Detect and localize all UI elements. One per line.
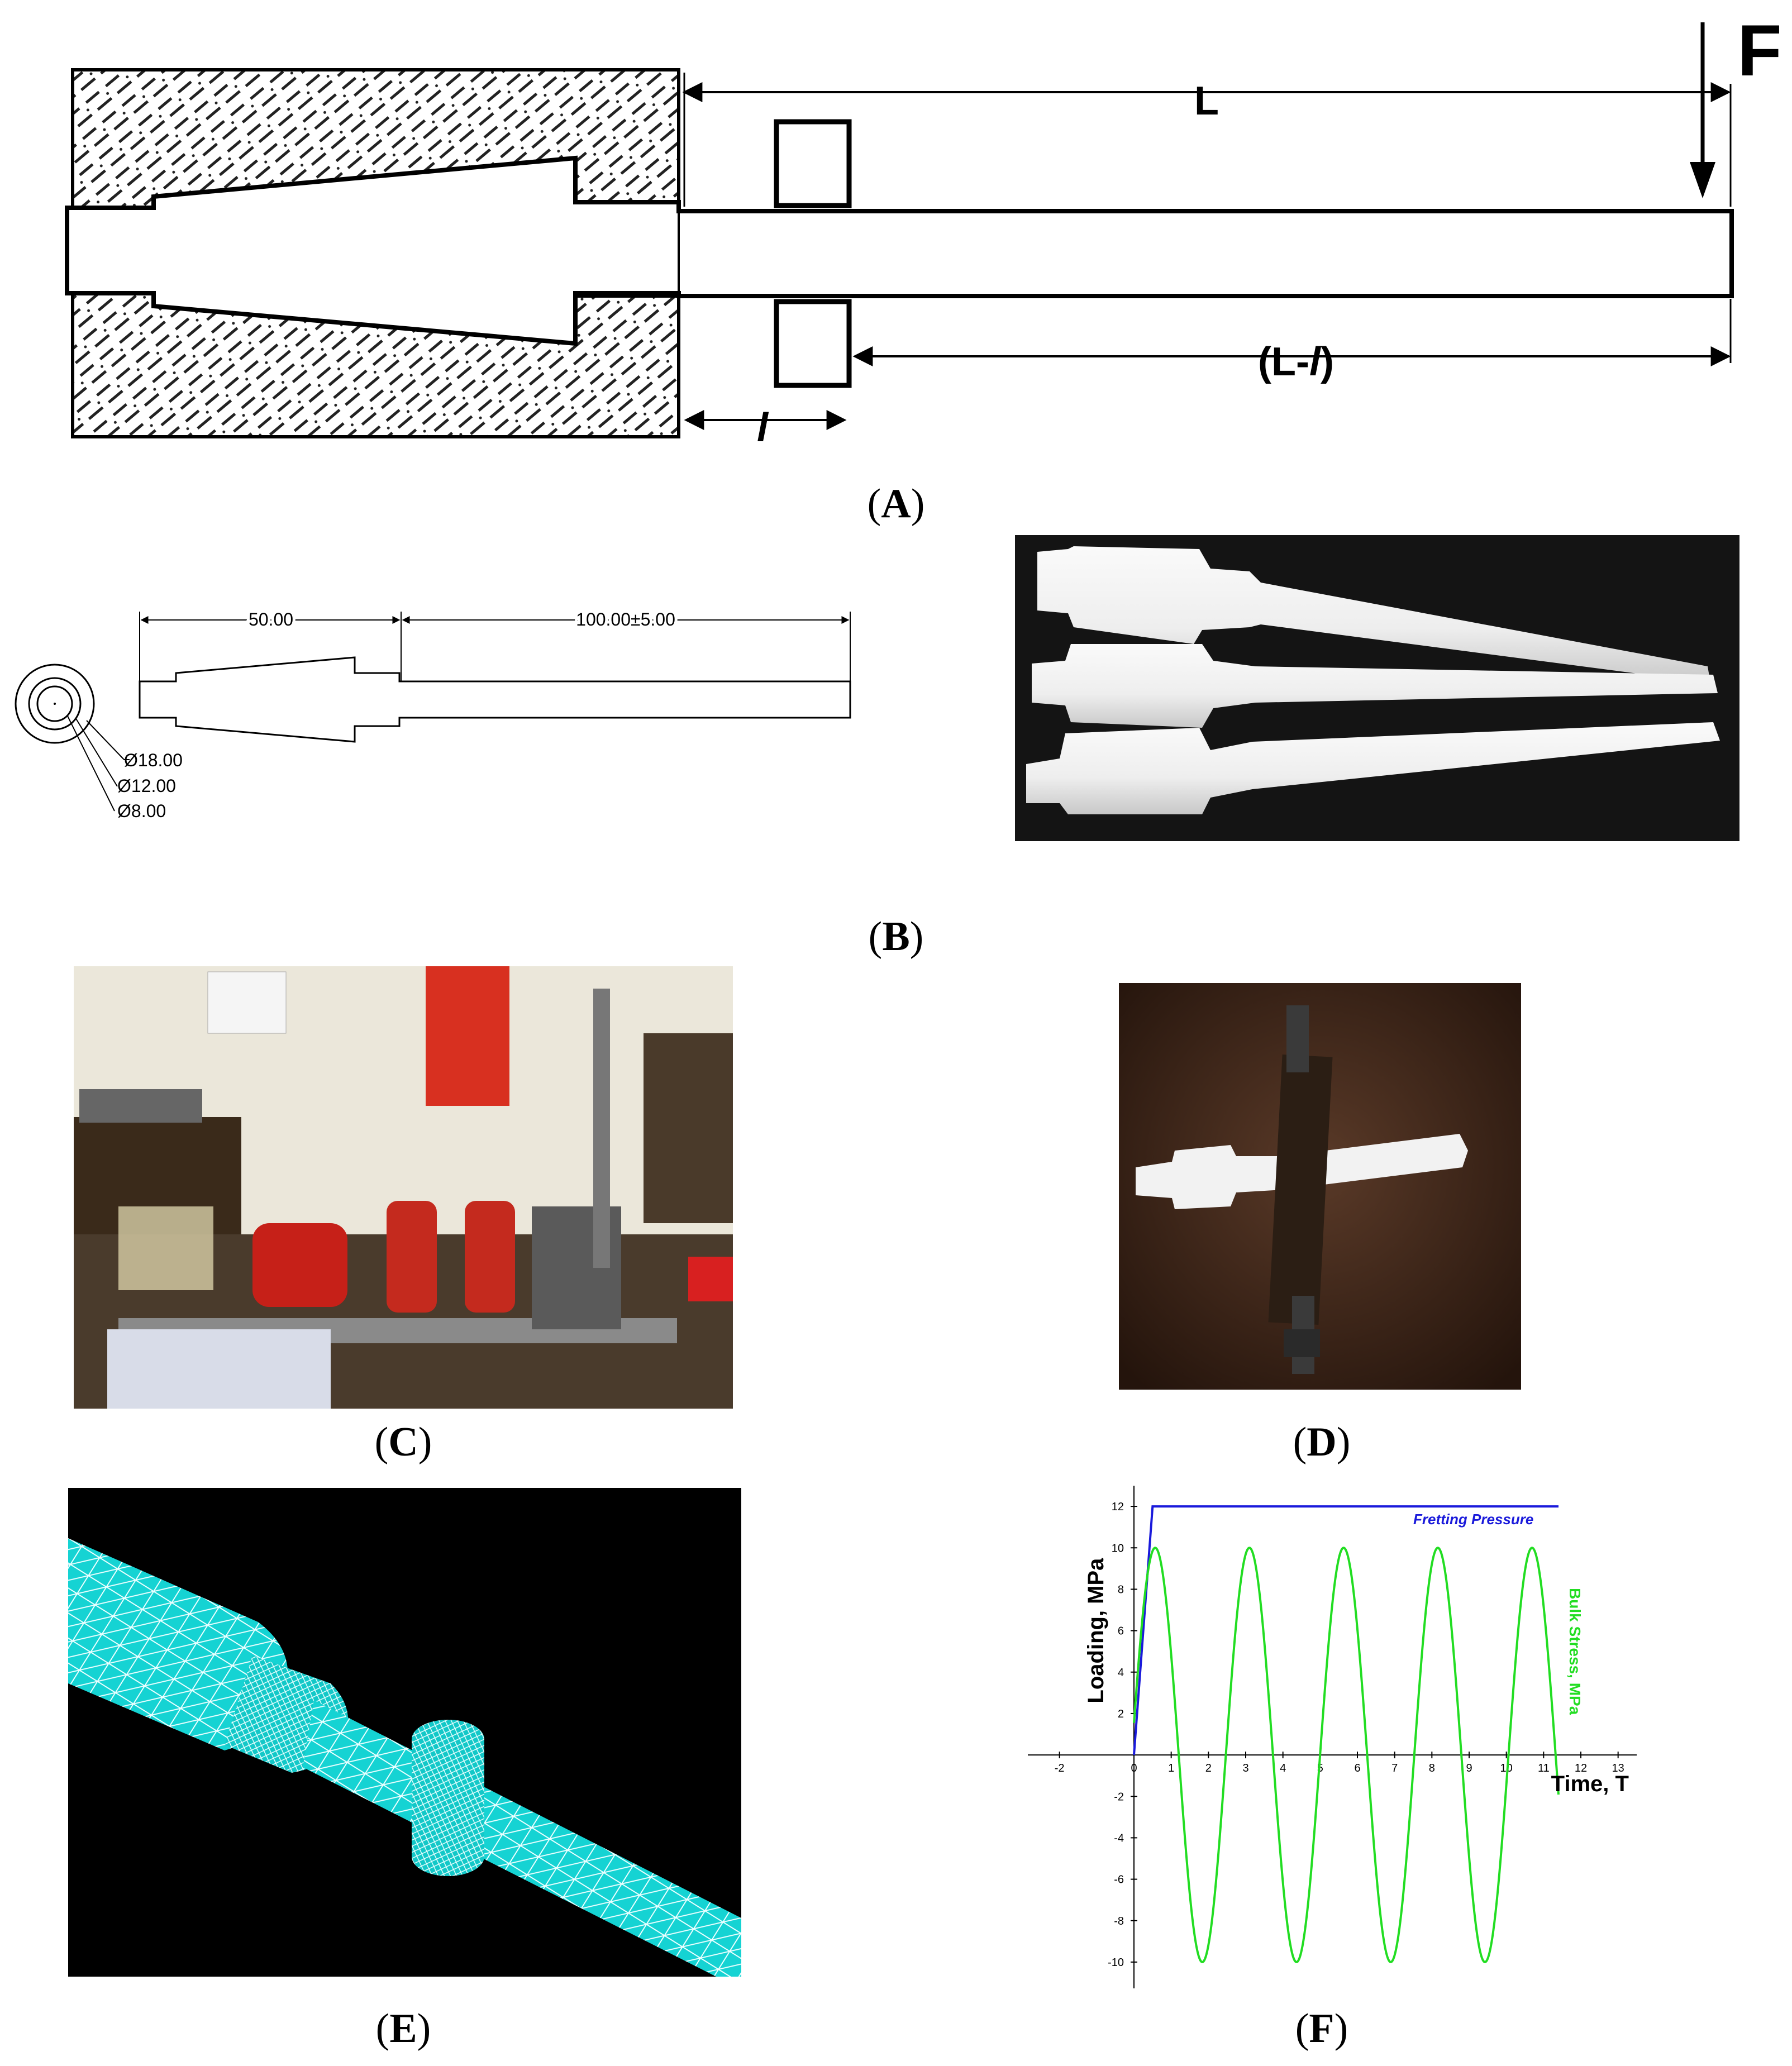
caption-e: (E) (375, 2006, 431, 2051)
y-tick-label: 6 (1118, 1625, 1124, 1638)
y-tick-label: 2 (1118, 1708, 1124, 1720)
specimen-clamp-photo (1119, 983, 1521, 1390)
y-tick-label: 4 (1118, 1667, 1124, 1679)
y-tick-label: -8 (1114, 1915, 1124, 1927)
force-label: F (1737, 9, 1781, 91)
x-tick-label: 12 (1575, 1762, 1587, 1774)
x-tick-label: 3 (1242, 1762, 1248, 1774)
x-tick-label: 9 (1466, 1762, 1472, 1774)
upper-fretting-pad (774, 119, 852, 208)
specimens-photo (1015, 535, 1739, 841)
x-tick-label: 13 (1612, 1762, 1624, 1774)
x-tick-label: 10 (1500, 1762, 1513, 1774)
caption-b: (B) (868, 914, 924, 960)
x-tick-label: 11 (1538, 1762, 1550, 1774)
x-tick-label: 7 (1391, 1762, 1398, 1774)
dimension-100-label: 100.00±5.00 (576, 609, 675, 629)
x-tick-label: 8 (1429, 1762, 1435, 1774)
remaining-length-label: (L-l) (1258, 340, 1334, 384)
y-axis-label: Loading, MPa (1084, 1558, 1108, 1704)
test-rig-photo (74, 966, 733, 1409)
caption-c: (C) (374, 1419, 432, 1465)
length-label: L (1194, 79, 1219, 123)
y-tick-label: 12 (1112, 1501, 1124, 1513)
dimension-50-label: 50.00 (249, 609, 293, 629)
x-tick-label: 1 (1168, 1762, 1174, 1774)
x-axis-label: Time, T (1551, 1772, 1629, 1796)
diameter-18-label: Ø18.00 (124, 750, 183, 770)
x-tick-label: 4 (1280, 1762, 1286, 1774)
y-tick-label: 8 (1118, 1583, 1124, 1596)
x-tick-label: -2 (1055, 1762, 1065, 1774)
diameter-8-label: Ø8.00 (117, 801, 166, 821)
caption-f: (F) (1295, 2006, 1348, 2051)
pad-length-label: l (757, 405, 769, 450)
fe-mesh-image (68, 1488, 741, 1977)
y-tick-label: 10 (1112, 1542, 1124, 1554)
panel-a-diagram: L (L-l) l F (0, 0, 1792, 458)
bulk-stress-line (1133, 1547, 1560, 1963)
panel-b-drawing: Ø18.00 Ø12.00 Ø8.00 50.00 100.00±5.00 (0, 603, 871, 838)
caption-d: (D) (1293, 1419, 1351, 1465)
y-tick-label: -6 (1114, 1874, 1124, 1886)
lower-fretting-pad (774, 299, 852, 388)
x-tick-label: 0 (1131, 1762, 1137, 1774)
caption-a: (A) (867, 481, 925, 527)
fretting-pressure-label: Fretting Pressure (1413, 1511, 1533, 1528)
x-tick-label: 2 (1205, 1762, 1212, 1774)
x-tick-label: 6 (1354, 1762, 1360, 1774)
diameter-12-label: Ø12.00 (117, 776, 176, 796)
bulk-stress-label: Bulk Stress, MPa (1566, 1588, 1584, 1715)
fretting-pressure-line (1133, 1505, 1559, 1755)
y-tick-label: -2 (1114, 1791, 1124, 1803)
y-tick-label: -4 (1114, 1832, 1124, 1844)
y-tick-label: -10 (1108, 1957, 1124, 1969)
